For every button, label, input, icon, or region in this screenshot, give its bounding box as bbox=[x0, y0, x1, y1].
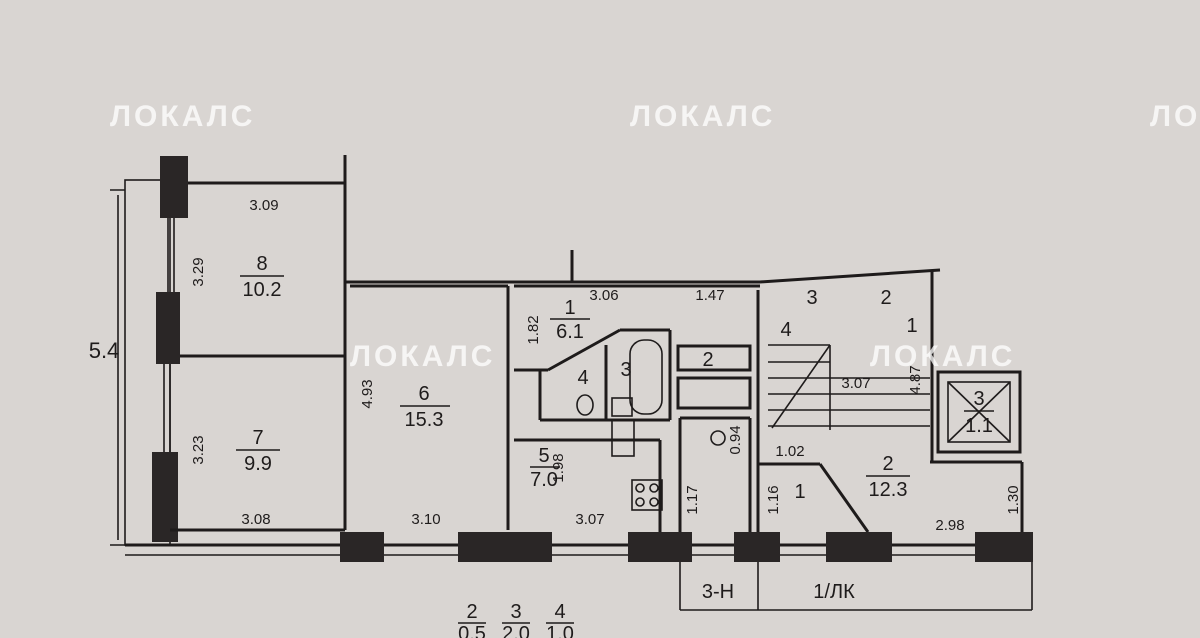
bath-number: 3 bbox=[620, 359, 631, 381]
watermark: ЛОКАЛС bbox=[1150, 100, 1200, 133]
dim-117: 1.17 bbox=[684, 485, 701, 514]
room-1-depth: 1.82 bbox=[525, 315, 542, 344]
watermark: ЛОКАЛС bbox=[350, 340, 495, 373]
entry-number: 1 bbox=[794, 481, 805, 503]
room-6-number: 6 bbox=[418, 383, 429, 405]
legend-number: 2 bbox=[466, 601, 477, 623]
legend-value: 2.0 bbox=[502, 623, 530, 638]
room-5-number: 5 bbox=[538, 445, 549, 467]
room-1-number: 1 bbox=[564, 297, 575, 319]
stair-label-1: 1 bbox=[906, 315, 917, 337]
dim-094: 0.94 bbox=[727, 425, 744, 454]
watermark: ЛОКАЛС bbox=[870, 340, 1015, 373]
shaft-area: 1.1 bbox=[965, 415, 993, 437]
room-7-depth: 3.23 bbox=[190, 435, 207, 464]
dim-307: 3.07 bbox=[841, 375, 870, 392]
room-5-depth: 1.98 bbox=[550, 453, 567, 482]
stair-label-3: 3 bbox=[806, 287, 817, 309]
room-8-number: 8 bbox=[256, 253, 267, 275]
room-7-number: 7 bbox=[252, 427, 263, 449]
legend-number: 3 bbox=[510, 601, 521, 623]
room-1-area: 6.1 bbox=[556, 321, 584, 343]
landing-label: 4 bbox=[780, 319, 791, 341]
fixtures bbox=[576, 339, 726, 511]
legend-value: 1.0 bbox=[546, 623, 574, 638]
shaft-number: 3 bbox=[973, 388, 984, 410]
stair-label-2: 2 bbox=[880, 287, 891, 309]
room-6-depth: 4.93 bbox=[359, 379, 376, 408]
dim-116: 1.16 bbox=[765, 485, 782, 514]
interior-walls bbox=[170, 155, 1024, 540]
exit-right-label: 1/ЛК bbox=[813, 581, 855, 603]
stair-room-width: 2.98 bbox=[935, 517, 964, 534]
room-6-width: 3.10 bbox=[411, 511, 440, 528]
room-8-area: 10.2 bbox=[243, 279, 282, 301]
legend-value: 0.5 bbox=[458, 623, 486, 638]
closet-number: 2 bbox=[702, 349, 713, 371]
stair-room-area: 12.3 bbox=[869, 479, 908, 501]
room-5-width: 3.07 bbox=[575, 511, 604, 528]
exit-left-label: 3-Н bbox=[702, 581, 734, 603]
overall-height-label: 5.4 bbox=[89, 338, 120, 363]
room-1-width: 3.06 bbox=[589, 287, 618, 304]
watermark: ЛОКАЛС bbox=[630, 100, 775, 133]
room-8-depth: 3.29 bbox=[190, 257, 207, 286]
dim-487: 4.87 bbox=[907, 365, 924, 394]
room-5-area: 7.0 bbox=[530, 469, 558, 491]
bottom-exterior-wall bbox=[125, 532, 1033, 611]
watermark: ЛОКАЛС bbox=[110, 100, 255, 133]
legend-number: 4 bbox=[554, 601, 565, 623]
dim-147: 1.47 bbox=[695, 287, 724, 304]
room-6-area: 15.3 bbox=[405, 409, 444, 431]
room-7-width: 3.08 bbox=[241, 511, 270, 528]
dim-102: 1.02 bbox=[775, 443, 804, 460]
left-exterior-wall bbox=[124, 156, 188, 546]
legend: 2 0.5 3 2.0 4 1.0 bbox=[458, 601, 574, 638]
room-8-width: 3.09 bbox=[249, 197, 278, 214]
staircase bbox=[768, 344, 930, 430]
room-7-area: 9.9 bbox=[244, 453, 272, 475]
stair-room-depth: 1.30 bbox=[1005, 485, 1022, 514]
wc-number: 4 bbox=[577, 367, 588, 389]
stair-room-number: 2 bbox=[882, 453, 893, 475]
